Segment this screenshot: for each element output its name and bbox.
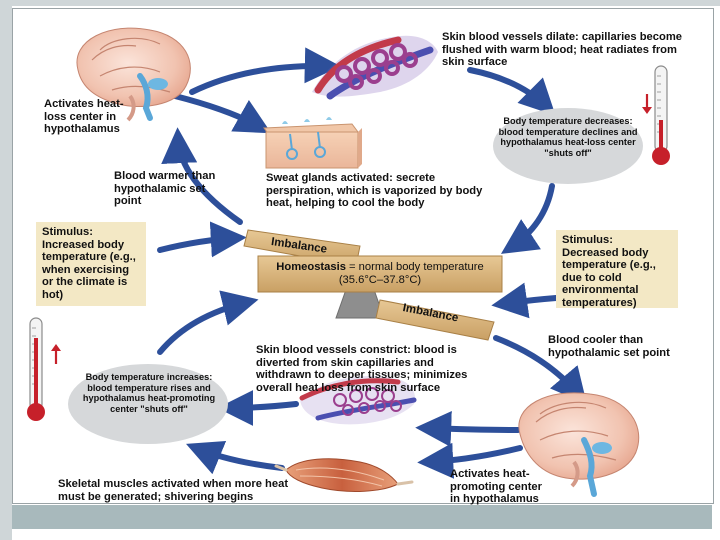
arrow-ellipse-to-beam-bottom — [157, 290, 259, 355]
arrow-brain-to-vessels — [189, 47, 341, 95]
arrow-stim-inc-to-beam — [157, 221, 247, 258]
arrow-muscle-to-ellipse — [186, 440, 285, 475]
arrow-vessels-to-ellipse — [467, 67, 556, 116]
thermometer-bottom — [27, 317, 61, 421]
brain-bottom-illustration — [518, 392, 640, 497]
label-sweat-glands: Sweat glands activated: secrete perspira… — [266, 172, 483, 210]
slide-left-border — [0, 0, 12, 540]
label-activates-heat-promoting: Activates heat-promoting center in hypot… — [450, 468, 542, 506]
label-blood-warmer: Blood warmer than hypothalamic set point — [114, 170, 216, 208]
ellipse-temp-increases — [68, 364, 228, 444]
arrow-brain-to-sweat — [172, 93, 272, 134]
stimulus-increased: Stimulus: Increased body temperature (e.… — [36, 222, 146, 306]
up-arrow-icon — [51, 344, 61, 364]
label-skeletal-muscles: Skeletal muscles activated when more hea… — [58, 478, 289, 503]
sweat-gland-illustration — [263, 117, 362, 169]
label-vessels-constrict: Skin blood vessels constrict: blood is d… — [256, 344, 468, 394]
homeostasis-keyword: Homeostasis — [276, 261, 346, 273]
label-body-temp-increases: Body temperature increases: blood temper… — [82, 372, 216, 414]
arrow-beam-up-to-brain — [161, 127, 243, 225]
arrow-brain-to-constrict — [415, 410, 521, 447]
label-vessels-dilate: Skin blood vessels dilate: capillaries b… — [442, 31, 683, 69]
beam-label-homeostasis: Homeostasis = normal body temperature (3… — [262, 261, 498, 287]
dilated-vessels-illustration — [312, 35, 438, 100]
balance-seesaw — [243, 229, 503, 341]
ellipse-temp-decreases — [493, 108, 643, 184]
arrow-beam-down-to-brain — [493, 335, 587, 405]
loop-arrows — [157, 47, 587, 479]
slide-footer-pad — [12, 529, 712, 540]
arrow-brain-to-muscle — [417, 442, 523, 479]
brain-top-illustration — [76, 27, 191, 122]
thermometer-top — [642, 65, 670, 165]
slide-footer-bar — [12, 505, 712, 529]
slide-top-border — [0, 0, 720, 6]
arrow-ellipse-to-beam — [500, 183, 555, 254]
down-arrow-icon — [642, 94, 652, 114]
beam-imbalance-bottom — [375, 299, 495, 341]
constricted-vessels-illustration — [299, 376, 417, 425]
label-blood-cooler: Blood cooler than hypothalamic set point — [548, 334, 670, 359]
homeostasis-definition: = normal body temperature (35.6°C–37.8°C… — [338, 261, 484, 286]
arrow-stim-dec-to-beam — [491, 282, 559, 319]
stimulus-decreased: Stimulus: Decreased body temperature (e.… — [556, 230, 678, 309]
muscle-illustration — [274, 458, 414, 492]
label-body-temp-decreases: Body temperature decreases: blood temper… — [498, 116, 638, 158]
label-activates-heat-loss: Activates heat-loss center in hypothalam… — [44, 98, 124, 136]
beam-homeostasis — [257, 255, 503, 293]
arrow-constrict-to-ellipse — [217, 389, 299, 426]
